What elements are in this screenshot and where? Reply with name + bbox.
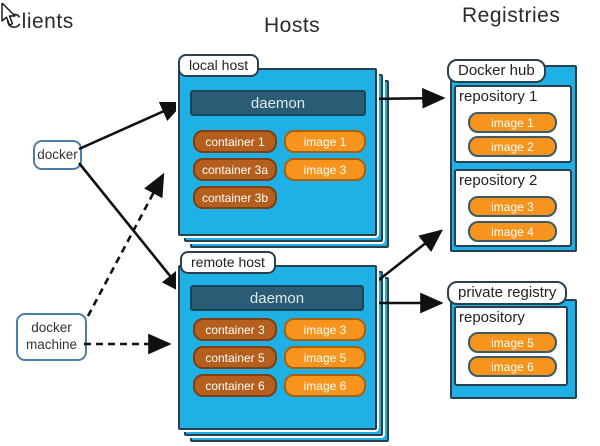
hosts-column-header: Hosts	[264, 14, 321, 37]
container-pill: container 1	[193, 130, 277, 153]
image-pill: image 6	[284, 374, 366, 397]
image-pill: image 4	[468, 221, 557, 242]
arrow-docker-to-remote-daemon	[77, 162, 185, 295]
container-pill: container 3	[193, 318, 277, 341]
image-pill: image 3	[468, 196, 557, 217]
image-pill: image 5	[284, 346, 366, 369]
image-pill: image 1	[284, 130, 366, 153]
container-pill: container 5	[193, 346, 277, 369]
private-registry-label: private registry	[447, 281, 568, 305]
mouse-cursor-icon	[1, 3, 16, 26]
container-pill: container 3b	[193, 186, 277, 209]
local-host-label: local host	[178, 54, 260, 77]
container-pill: container 3a	[193, 158, 277, 181]
docker-client-box: docker	[33, 140, 82, 170]
docker-hub-label: Docker hub	[447, 59, 546, 83]
image-pill: image 5	[468, 332, 557, 353]
image-pill: image 1	[468, 112, 557, 133]
image-pill: image 3	[284, 318, 366, 341]
private-repository-name: repository	[459, 309, 525, 326]
registries-column-header: Registries	[462, 4, 561, 27]
image-pill: image 3	[284, 158, 366, 181]
remote-daemon-bar: daemon	[190, 285, 364, 311]
remote-host-label: remote host	[180, 251, 276, 274]
image-pill: image 2	[468, 136, 557, 157]
container-pill: container 6	[193, 374, 277, 397]
local-daemon-bar: daemon	[190, 90, 366, 116]
docker-machine-client-box: docker machine	[16, 313, 87, 361]
image-pill: image 6	[468, 356, 557, 377]
repository1-name: repository 1	[459, 88, 538, 105]
arrow-docker-machine-to-local-host	[86, 172, 165, 317]
repository2-name: repository 2	[459, 172, 538, 189]
arrow-docker-to-local-daemon	[78, 101, 185, 151]
clients-column-header: Clients	[6, 10, 74, 33]
